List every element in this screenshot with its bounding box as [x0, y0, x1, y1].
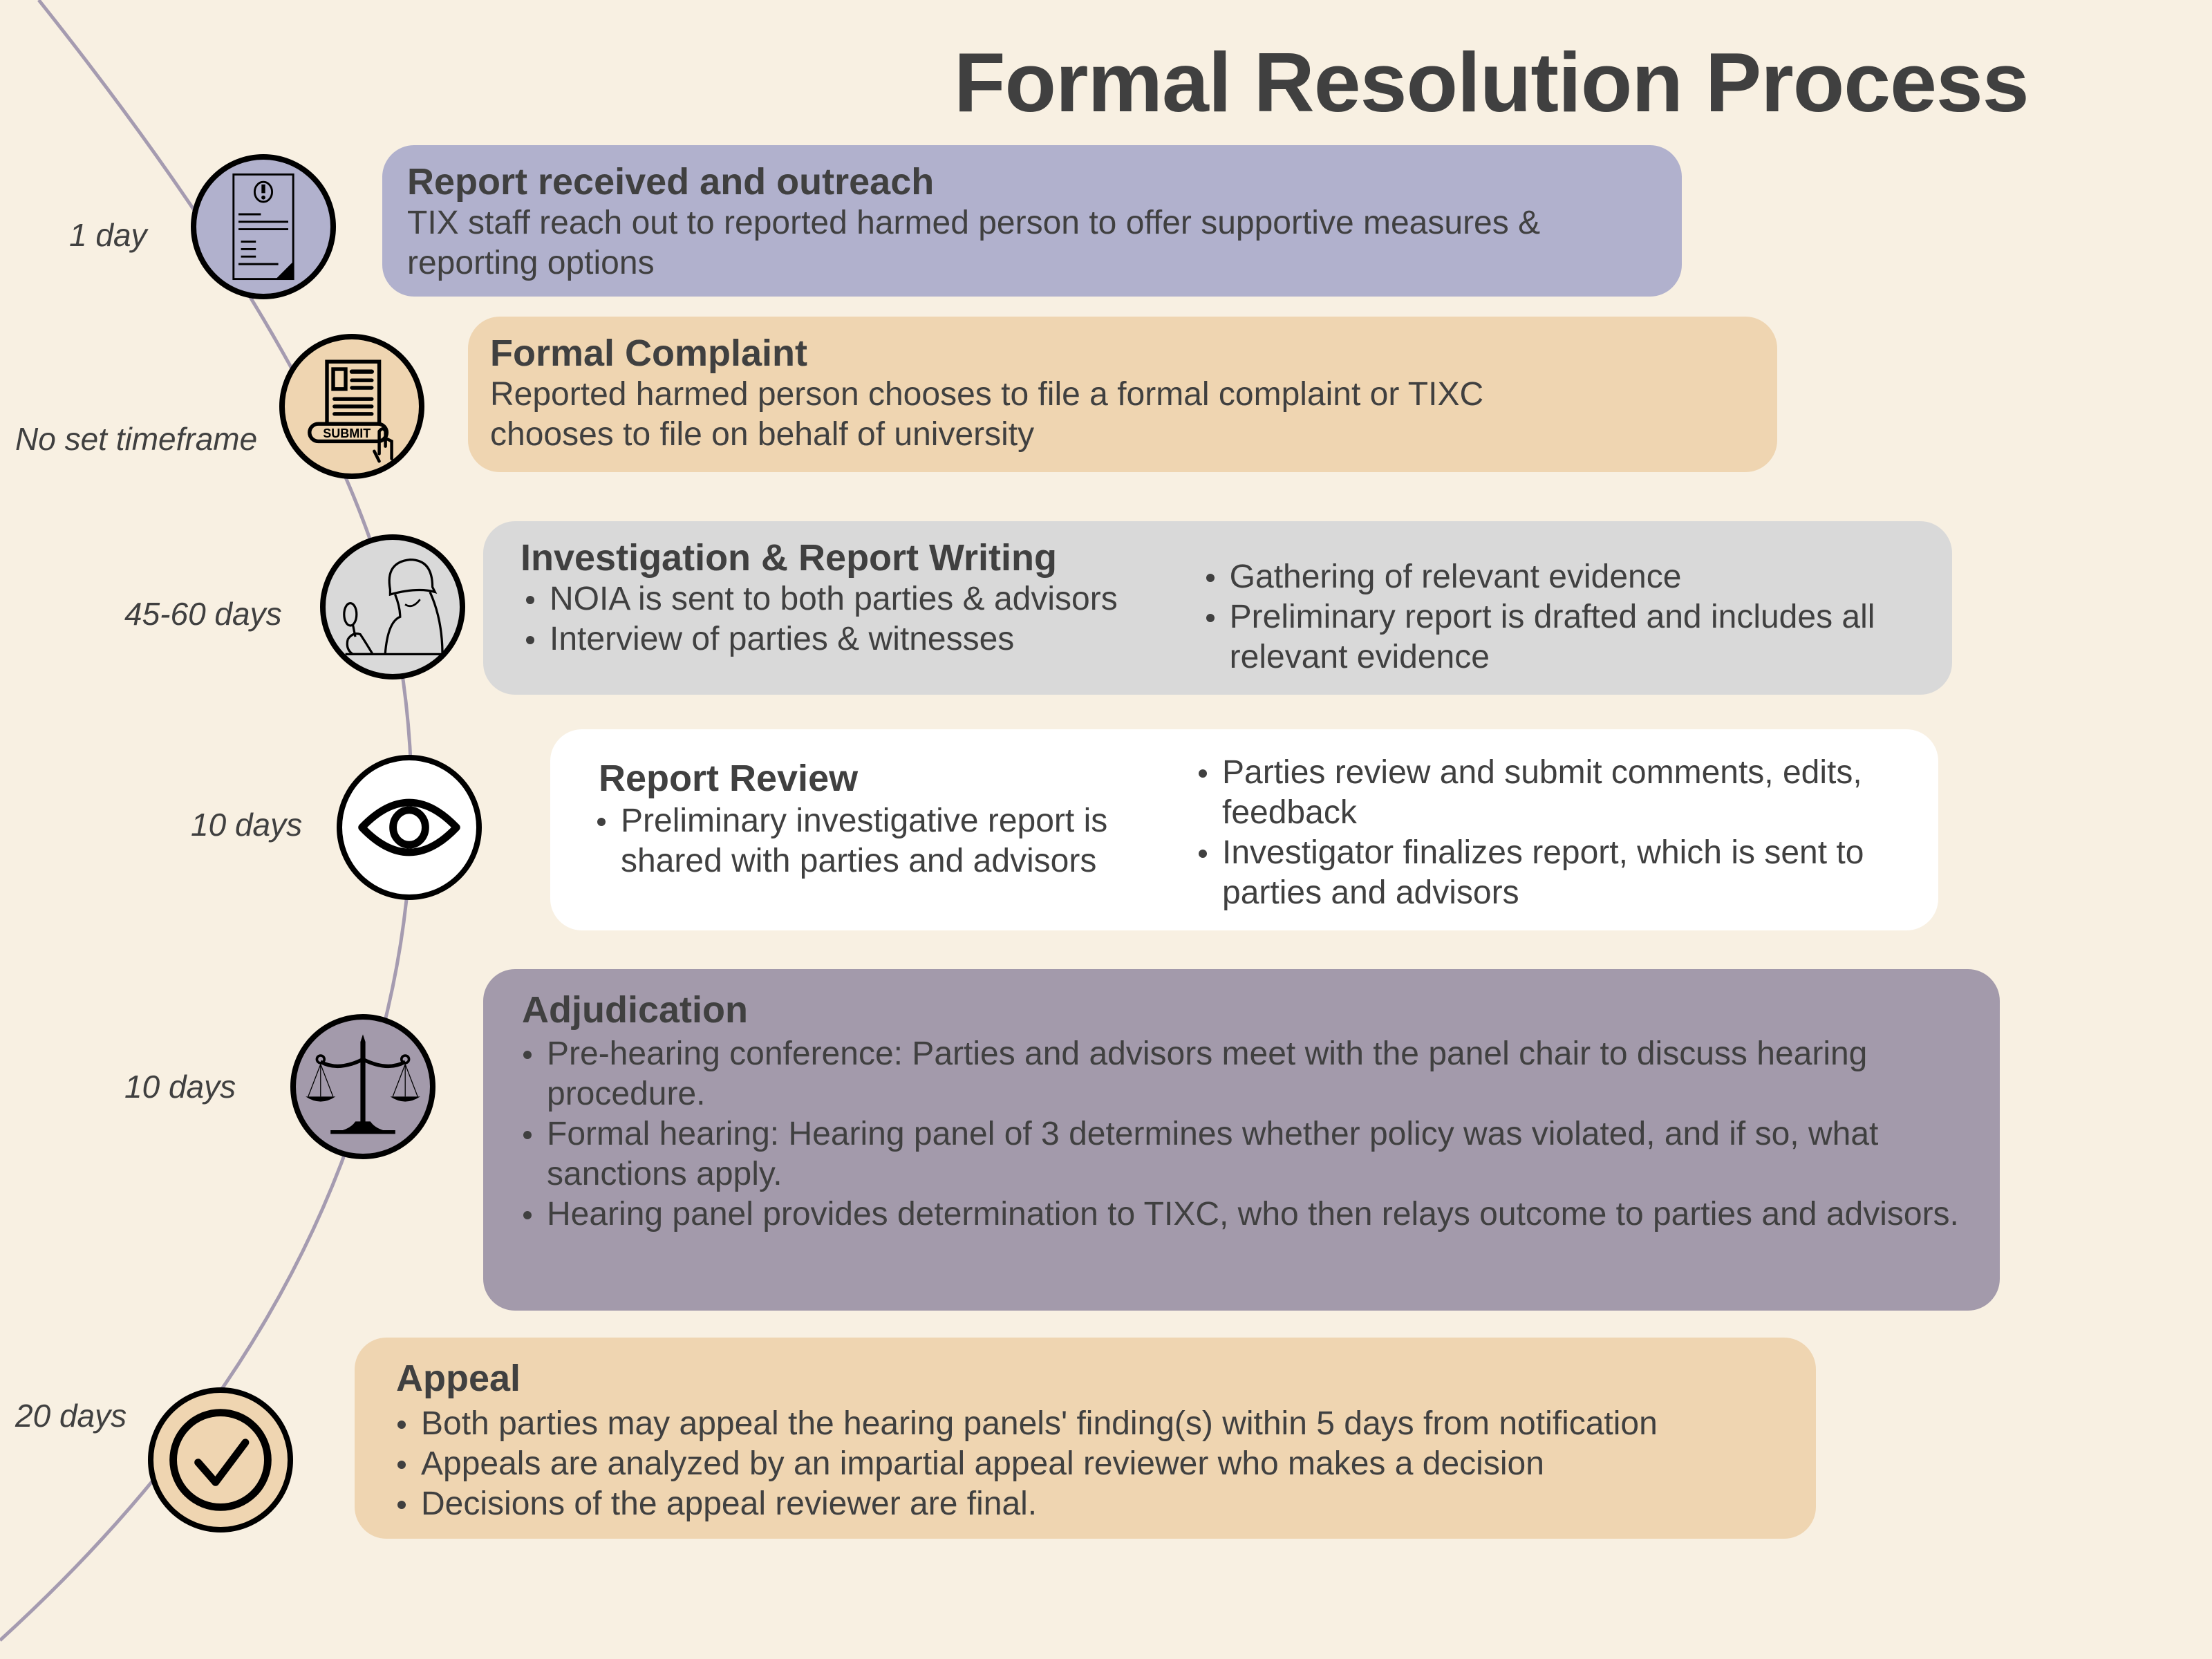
step-card-report-received: Report received and outreach TIX staff r… [382, 145, 1682, 297]
page-title: Formal Resolution Process [954, 35, 2030, 129]
step-node: SUBMIT [279, 334, 424, 479]
step-heading: Appeal [396, 1358, 521, 1399]
bullet-list: Both parties may appeal the hearing pane… [396, 1404, 1788, 1524]
bullet-list-left: Preliminary investigative report is shar… [592, 801, 1193, 881]
bullet-item: Both parties may appeal the hearing pane… [397, 1404, 1788, 1444]
bullet-item: Appeals are analyzed by an impartial app… [397, 1444, 1788, 1484]
step-card-formal-complaint: Formal Complaint Reported harmed person … [468, 317, 1777, 472]
report-document-alert-icon [232, 173, 294, 281]
detective-magnifier-icon [343, 558, 445, 656]
step-heading: Adjudication [522, 989, 748, 1031]
timeframe-label: 10 days [191, 807, 303, 843]
timeframe-label: 45-60 days [124, 596, 282, 632]
step-node [290, 1014, 435, 1159]
bullet-item: Formal hearing: Hearing panel of 3 deter… [523, 1114, 1962, 1194]
checkmark-circle-icon [169, 1409, 272, 1511]
bullet-item: Gathering of relevant evidence [1206, 557, 1915, 597]
bullet-item: NOIA is sent to both parties & advisors [526, 579, 1201, 619]
bullet-item: Preliminary investigative report is shar… [597, 801, 1193, 881]
bullet-list-right: Parties review and submit comments, edit… [1193, 753, 1926, 913]
step-node [320, 534, 465, 679]
step-description: Reported harmed person chooses to file a… [490, 376, 1484, 453]
submit-form-icon: SUBMIT [308, 359, 393, 463]
eye-icon [358, 798, 460, 856]
bullet-item: Investigator finalizes report, which is … [1199, 833, 1926, 913]
bullet-list: Pre-hearing conference: Parties and advi… [522, 1034, 1962, 1235]
bullet-list-left: NOIA is sent to both parties & advisors … [521, 579, 1201, 659]
bullet-item: Parties review and submit comments, edit… [1199, 753, 1926, 833]
timeframe-label: 20 days [15, 1398, 127, 1434]
bullet-item: Interview of parties & witnesses [526, 619, 1201, 659]
timeframe-label: No set timeframe [15, 421, 258, 457]
step-heading: Formal Complaint [490, 332, 808, 374]
step-card-investigation: Investigation & Report Writing NOIA is s… [483, 521, 1952, 695]
step-description: TIX staff reach out to reported harmed p… [407, 205, 1541, 282]
step-card-report-review: Report Review Preliminary investigative … [550, 729, 1938, 930]
step-card-adjudication: Adjudication Pre-hearing conference: Par… [483, 969, 2000, 1311]
timeframe-label: 10 days [124, 1069, 236, 1105]
step-heading: Investigation & Report Writing [521, 537, 1058, 579]
bullet-item: Decisions of the appeal reviewer are fin… [397, 1484, 1788, 1524]
bullet-item: Preliminary report is drafted and includ… [1206, 597, 1915, 677]
step-heading: Report received and outreach [407, 161, 935, 203]
bullet-list-right: Gathering of relevant evidence Prelimina… [1201, 557, 1915, 677]
step-node [337, 755, 482, 900]
step-node [191, 154, 336, 299]
step-heading: Report Review [599, 758, 859, 799]
timeframe-label: 1 day [69, 217, 147, 253]
step-card-appeal: Appeal Both parties may appeal the heari… [355, 1338, 1816, 1539]
bullet-item: Hearing panel provides determination to … [523, 1194, 1962, 1235]
bullet-item: Pre-hearing conference: Parties and advi… [523, 1034, 1962, 1114]
step-node [148, 1387, 293, 1533]
submit-icon-label: SUBMIT [323, 427, 371, 440]
scales-of-justice-icon [306, 1034, 420, 1134]
